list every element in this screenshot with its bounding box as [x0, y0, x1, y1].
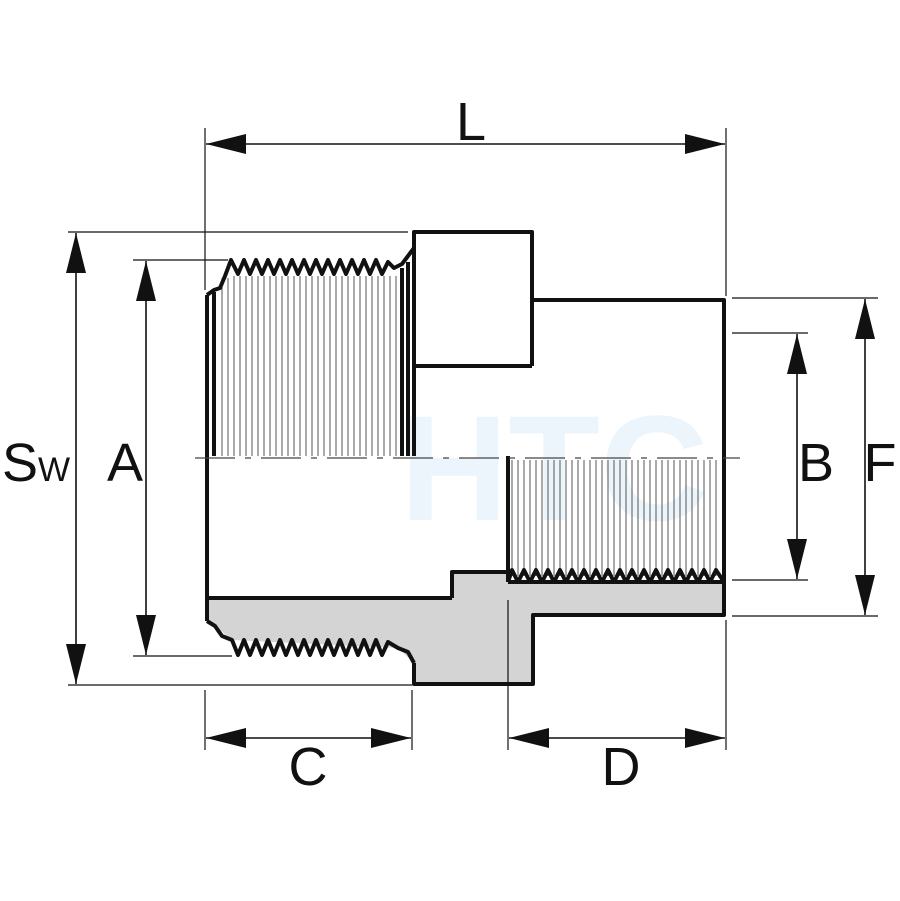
fitting-outline — [205, 230, 726, 686]
label-Sw: SW — [2, 433, 70, 493]
label-B: B — [798, 433, 834, 493]
label-D: D — [602, 737, 641, 797]
female-body-outline — [412, 298, 726, 686]
male-thread-hatch — [221, 276, 397, 456]
label-C: C — [289, 737, 328, 797]
dimension-labels: L SW A B F C D — [2, 92, 897, 797]
hex-flange — [412, 230, 534, 300]
dimension-lines — [66, 134, 875, 748]
label-A: A — [107, 433, 143, 493]
label-F: F — [864, 433, 897, 493]
female-thread-hatch — [511, 460, 717, 576]
extension-lines — [68, 128, 878, 750]
section-fill — [207, 572, 724, 684]
label-Sw-main: S — [2, 433, 38, 493]
watermark-logo-icon — [240, 450, 376, 529]
label-L: L — [456, 92, 486, 152]
label-Sw-sub: W — [38, 451, 70, 489]
male-thread-top-profile — [205, 246, 416, 297]
section-cut — [207, 572, 724, 684]
male-thread-bottom-profile — [205, 619, 416, 664]
